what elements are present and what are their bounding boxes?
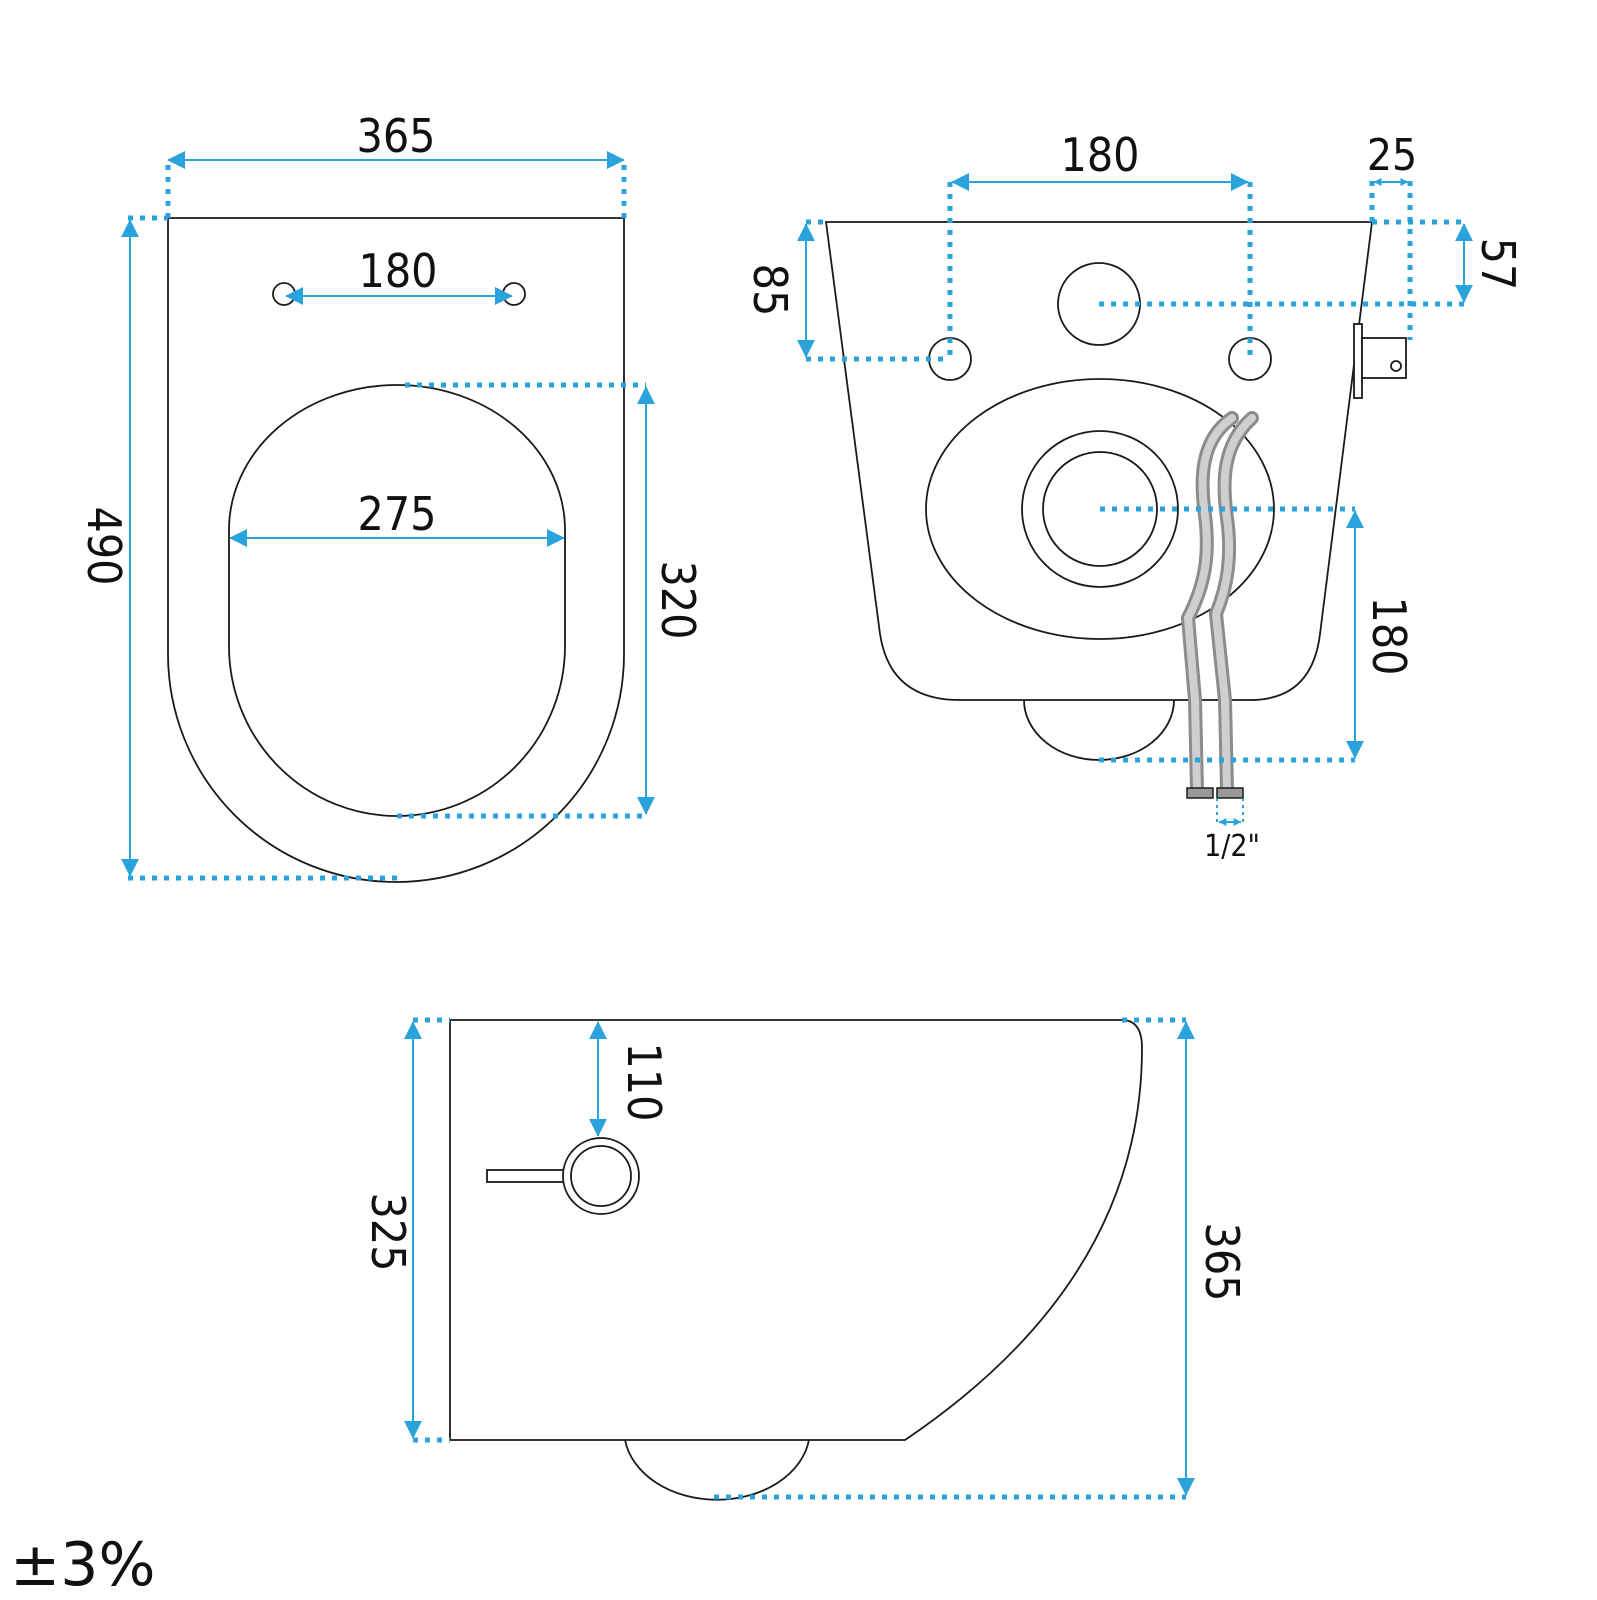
bowl-rim [925, 378, 1275, 640]
valve-body [1361, 337, 1407, 379]
bolt-hole-right [1228, 337, 1272, 381]
outlet-ring-inner [1042, 451, 1158, 567]
bottom-outlet-bulge [624, 1439, 810, 1501]
inlet-ring-inner [570, 1145, 632, 1207]
bottom-outlet-bulge [1023, 699, 1175, 761]
hose-fitting-right [1216, 787, 1244, 799]
valve-knob [1390, 360, 1402, 372]
outlet-ring-outer [1021, 430, 1179, 588]
dimension-label-width: 365 [357, 109, 436, 163]
dimension-label-opening-width: 275 [358, 487, 437, 541]
valve-plate [1353, 323, 1363, 399]
dimension-label-bolt-height: 85 [743, 264, 797, 317]
dimension-label-inlet-height: 57 [1471, 238, 1525, 291]
dimension-label-hose-thread: 1/2" [1204, 829, 1260, 864]
rear-view: 180 25 85 57 180 1/2" [743, 128, 1525, 864]
dimension-label-total-height: 365 [1195, 1223, 1249, 1302]
tolerance-label: ±3% [10, 1530, 155, 1600]
wall-mount-outline [824, 221, 1374, 701]
side-view: 110 325 365 [361, 1017, 1249, 1501]
hose-fitting-left [1186, 787, 1214, 799]
dimension-label-length: 490 [77, 507, 131, 586]
seat-opening [228, 384, 566, 817]
side-profile-outline [449, 1019, 1143, 1441]
dimension-label-outlet-height: 180 [1362, 597, 1416, 676]
dimension-label-inlet-offset: 25 [1367, 130, 1417, 181]
dimension-label-bolt-spacing: 180 [359, 244, 438, 298]
valve-stem [486, 1169, 574, 1183]
bolt-hole-left [272, 282, 296, 306]
hose-pipes [1180, 411, 1259, 797]
dimension-label-bolt-spacing: 180 [1061, 128, 1140, 182]
bolt-hole-right [502, 282, 526, 306]
inlet-ring-outer [562, 1137, 640, 1215]
dimension-label-wall-height: 325 [361, 1193, 415, 1272]
dimension-label-inlet-height: 110 [617, 1043, 671, 1122]
bowl-outline [167, 217, 625, 883]
top-view: 365 180 275 320 490 [77, 109, 705, 883]
dimension-label-opening-length: 320 [651, 561, 705, 640]
bolt-hole-left [928, 337, 972, 381]
